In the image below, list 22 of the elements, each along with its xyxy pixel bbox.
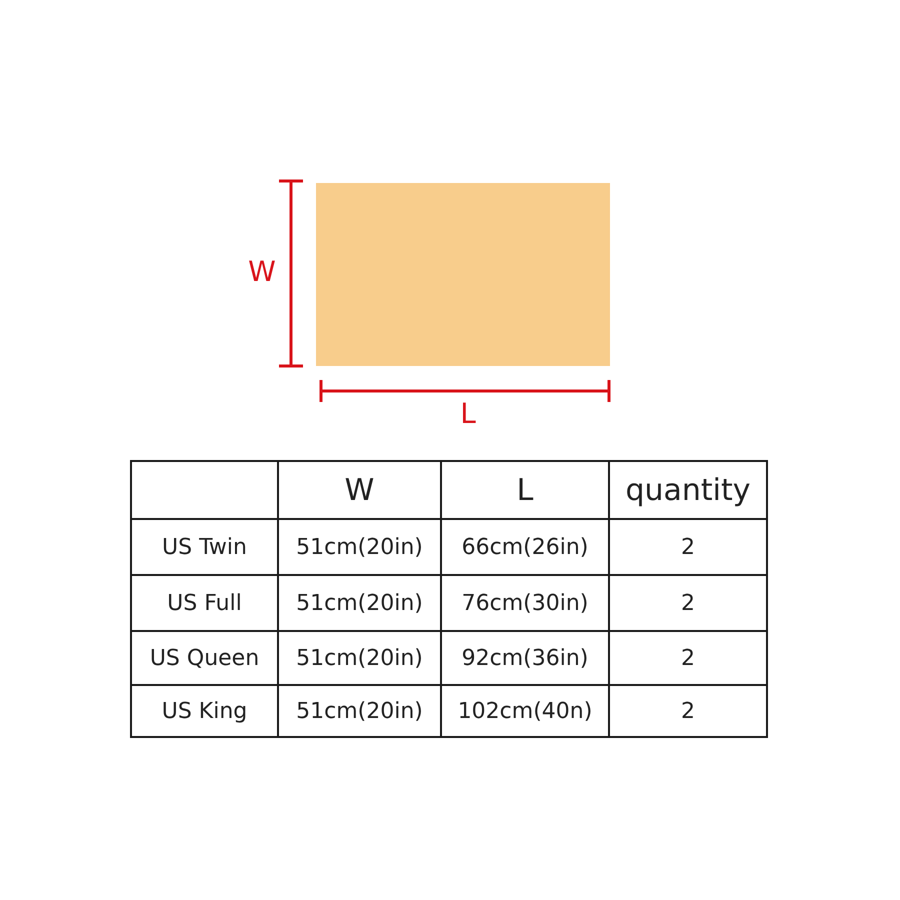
- row-header: US Queen: [131, 631, 278, 685]
- mat-rectangle: [316, 183, 610, 366]
- column-header: W: [278, 461, 441, 519]
- table-cell: 2: [609, 685, 767, 737]
- table-cell: 92cm(36in): [441, 631, 609, 685]
- table-cell: 51cm(20in): [278, 519, 441, 575]
- column-header: quantity: [609, 461, 767, 519]
- table-cell: 2: [609, 575, 767, 631]
- table-cell: 102cm(40n): [441, 685, 609, 737]
- table-cell: 2: [609, 519, 767, 575]
- table-cell: 66cm(26in): [441, 519, 609, 575]
- dimension-label: W: [248, 258, 276, 286]
- dimension-label: L: [460, 400, 476, 428]
- table-cell: 51cm(20in): [278, 575, 441, 631]
- table-cell: 76cm(30in): [441, 575, 609, 631]
- row-header: US Twin: [131, 519, 278, 575]
- table-cell: 51cm(20in): [278, 685, 441, 737]
- column-header: L: [441, 461, 609, 519]
- table-cell: 51cm(20in): [278, 631, 441, 685]
- row-header: US Full: [131, 575, 278, 631]
- row-header: US King: [131, 685, 278, 737]
- table-cell: 2: [609, 631, 767, 685]
